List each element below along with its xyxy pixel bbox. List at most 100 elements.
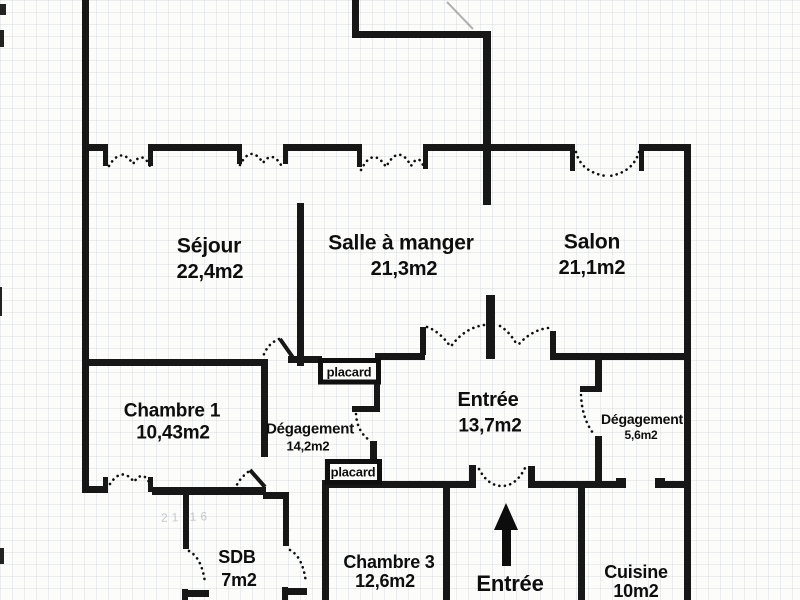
wall-segment	[261, 359, 268, 457]
door-swing	[477, 466, 527, 488]
door-swing	[234, 470, 250, 489]
wall-segment	[182, 590, 209, 597]
window-swings	[107, 150, 641, 486]
window-swing	[108, 473, 152, 486]
wall-segment	[263, 492, 289, 499]
window-swing	[238, 152, 283, 167]
wall-segment	[82, 486, 108, 493]
room-label-salon: Salon	[563, 230, 621, 254]
window-jamb	[570, 144, 575, 171]
window-jamb	[423, 144, 428, 169]
room-area-salon: 21,1m2	[558, 257, 626, 279]
wall-segment	[656, 481, 690, 488]
wall-segment	[352, 31, 490, 38]
wall-segment	[483, 31, 491, 205]
window-jamb	[357, 144, 362, 167]
wall-segment	[183, 495, 189, 549]
wall-segment	[684, 144, 691, 600]
wall-segment	[443, 486, 450, 600]
window-jamb	[639, 144, 644, 171]
wall-segment	[282, 588, 307, 595]
window-jamb	[148, 144, 153, 166]
window-jamb	[237, 144, 242, 164]
closet-label-placard2: placard	[330, 464, 376, 480]
door-swings	[187, 323, 595, 585]
wall-segment	[287, 144, 362, 151]
scan-artifacts	[0, 1, 474, 564]
room-label-sejour: Séjour	[176, 234, 242, 258]
door-jamb	[528, 466, 535, 488]
wall-segment	[578, 486, 585, 600]
wall-segment	[283, 498, 289, 546]
placard-box	[318, 358, 381, 385]
window-jamb	[103, 477, 108, 492]
room-label-entree: Entrée	[457, 389, 519, 411]
wall-segment	[595, 436, 602, 486]
wall-segment	[322, 480, 329, 600]
window-jamb	[283, 144, 288, 164]
wall-segment	[152, 144, 242, 151]
door-jamb	[550, 331, 556, 355]
room-label-cuisine: Cuisine	[604, 562, 668, 582]
wall-segment	[82, 144, 108, 151]
wall-segment	[82, 359, 268, 366]
wall-segment	[375, 353, 425, 360]
room-area-sdb: 7m2	[221, 570, 257, 590]
door-swing	[261, 337, 281, 359]
door-swing	[498, 324, 519, 347]
room-area-degagement-grand: 14,2m2	[286, 438, 330, 454]
window-swing	[608, 150, 641, 178]
window-swing	[107, 154, 152, 168]
window-swing	[574, 150, 608, 178]
wall-segment	[297, 203, 304, 366]
room-area-chambre3: 12,6m2	[355, 571, 415, 591]
door-swing	[288, 548, 308, 585]
wall-segment	[595, 358, 602, 392]
wall-segment	[374, 361, 380, 412]
room-area-sejour: 22,4m2	[176, 261, 244, 283]
door-jamb	[370, 441, 377, 465]
door-jamb	[469, 465, 476, 488]
room-label-degagement-grand: Dégagement	[265, 420, 355, 438]
window-jamb	[103, 144, 108, 166]
door-leaf	[278, 337, 296, 361]
wall-segment	[152, 487, 266, 495]
wall-segment	[550, 353, 690, 360]
door-jamb	[616, 478, 626, 488]
door-swing	[579, 393, 595, 435]
room-label-chambre3: Chambre 3	[343, 552, 435, 572]
room-area-chambre1: 10,43m2	[136, 422, 210, 444]
placard-box	[325, 459, 382, 485]
room-label-degagement-petit: Dégagement	[600, 411, 684, 427]
room-area-entree: 13,7m2	[458, 415, 522, 437]
room-label-chambre1: Chambre 1	[123, 400, 221, 422]
wall-segment	[643, 144, 691, 151]
window-swing	[359, 153, 426, 172]
door-swing	[425, 325, 452, 348]
wall-segment	[486, 295, 495, 359]
closet-label-placard1: placard	[326, 364, 372, 380]
door-jamb	[420, 327, 426, 355]
room-area-degagement-petit: 5,6m2	[624, 428, 658, 442]
window-jamb	[148, 477, 153, 492]
entrance-label: Entrée	[476, 571, 544, 596]
wall-segment	[352, 406, 378, 412]
room-area-salle-a-manger: 21,3m2	[370, 258, 438, 280]
door-swing	[450, 323, 486, 347]
walls	[82, 0, 691, 600]
wall-segment	[288, 356, 322, 363]
wall-segment	[580, 386, 602, 392]
pencil-note: 21 16	[160, 509, 212, 525]
wall-segment	[322, 481, 472, 488]
wall-segment	[533, 481, 625, 488]
wall-segment	[82, 0, 89, 493]
room-label-sdb: SDB	[218, 547, 256, 567]
door-swing	[354, 412, 371, 442]
wall-segment	[352, 0, 359, 38]
room-area-cuisine: 10m2	[613, 581, 659, 600]
entrance-arrow-icon	[494, 503, 518, 566]
door-swing	[517, 326, 550, 346]
room-label-salle-a-manger: Salle à manger	[328, 231, 474, 255]
